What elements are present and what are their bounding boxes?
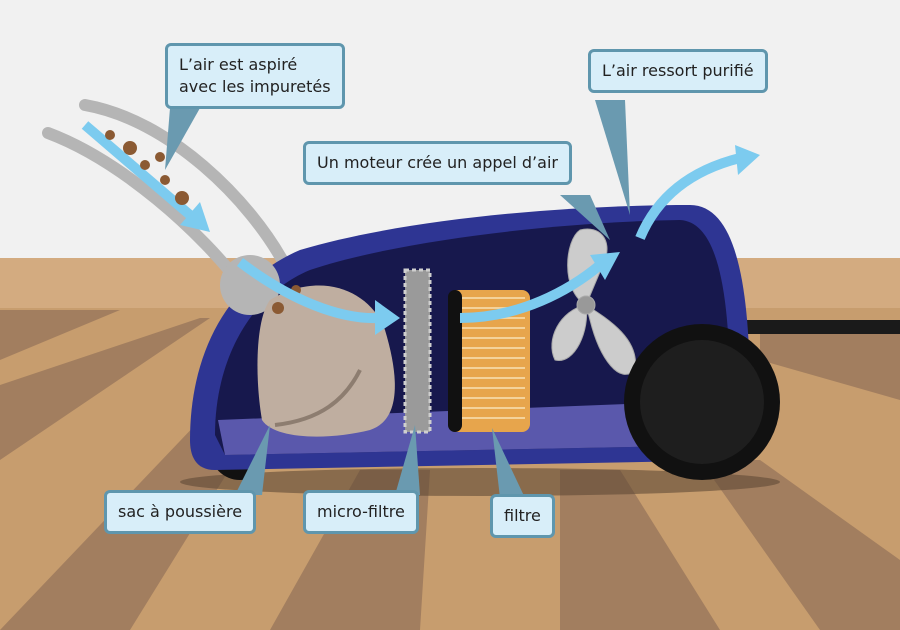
callout-dust-bag: sac à poussière <box>104 490 257 534</box>
air-flow-arrows <box>81 121 742 324</box>
power-cord <box>745 320 900 334</box>
hose-upper <box>79 99 291 271</box>
callout-pointers <box>165 100 630 498</box>
shadow <box>180 468 780 496</box>
callout-filter: filtre <box>490 494 555 538</box>
hose-connector <box>220 255 280 315</box>
intake-line-1: L’air est aspiré <box>179 55 298 74</box>
arrow-head <box>180 202 210 232</box>
callout-exhaust: L’air ressort purifié <box>588 49 768 93</box>
dust-particles <box>105 130 189 205</box>
filter <box>450 290 530 432</box>
callout-micro-filter: micro-filtre <box>303 490 419 534</box>
callout-motor: Un moteur crée un appel d’air <box>303 141 572 185</box>
intake-line-2: avec les impuretés <box>179 77 331 96</box>
hose-lower <box>42 127 251 296</box>
micro-filter <box>403 268 432 434</box>
dust-bag <box>257 285 395 437</box>
callout-intake: L’air est aspiré avec les impuretés <box>165 43 345 109</box>
